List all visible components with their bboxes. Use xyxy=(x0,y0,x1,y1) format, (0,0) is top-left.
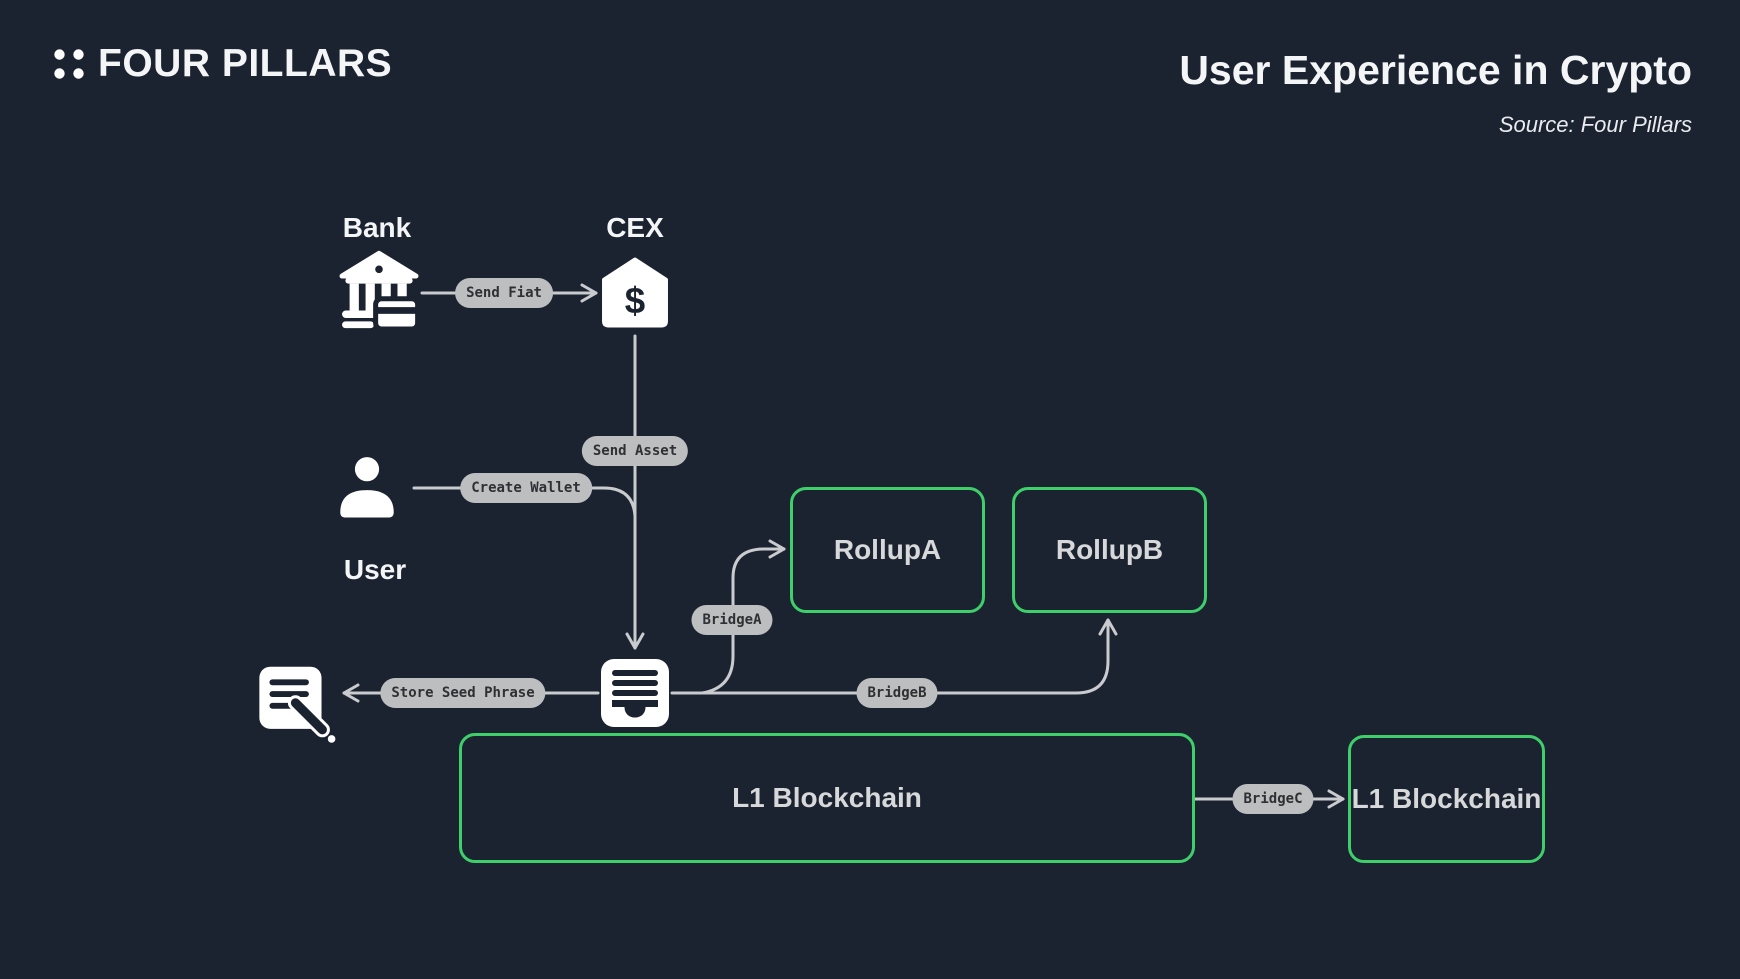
cex-label: CEX xyxy=(606,212,664,243)
four-pillars-logo: FOUR PILLARS xyxy=(54,44,392,83)
wire-bridge-b xyxy=(670,618,1110,695)
rollup-b-label: RollupB xyxy=(1055,534,1164,565)
arrowhead-into-note xyxy=(342,683,360,703)
page-title: User Experience in Crypto xyxy=(1179,47,1692,93)
l1-blockchain-main-label: L1 Blockchain xyxy=(732,782,922,813)
note-pencil-icon xyxy=(259,666,336,743)
user-label: User xyxy=(343,554,407,585)
user-icon xyxy=(340,457,394,518)
l1-blockchain-other-box: L1 Blockchain xyxy=(1348,735,1545,863)
arrowhead-into-cex xyxy=(580,283,598,303)
wire-create-wallet xyxy=(412,486,637,518)
bank-label: Bank xyxy=(342,212,412,243)
edge-store-seed-phrase-pill: Store Seed Phrase xyxy=(380,678,546,708)
source-credit: Source: Four Pillars xyxy=(1498,112,1692,137)
arrowhead-into-rollup-a xyxy=(768,539,786,559)
edge-bridge-a-pill: BridgeA xyxy=(691,605,773,635)
rollup-b-box: RollupB xyxy=(1012,487,1207,613)
edge-bridge-c-pill: BridgeC xyxy=(1232,784,1314,814)
four-dots-logo-icon xyxy=(54,48,84,79)
dollar-symbol: $ xyxy=(625,280,645,321)
arrowhead-into-rollup-b xyxy=(1098,618,1118,636)
cex-house-dollar-icon: $ xyxy=(602,257,668,328)
arrowhead-into-wallet xyxy=(625,632,645,650)
edge-create-wallet-pill: Create Wallet xyxy=(460,473,592,503)
edge-send-fiat-pill: Send Fiat xyxy=(455,278,553,308)
bank-icon xyxy=(339,250,421,332)
l1-blockchain-other-label: L1 Blockchain xyxy=(1351,783,1542,814)
arrowhead-into-l1-other xyxy=(1327,789,1345,809)
logo-text: FOUR PILLARS xyxy=(98,42,393,85)
wire-bridge-a xyxy=(700,547,786,695)
edge-send-asset-pill: Send Asset xyxy=(581,436,689,466)
edge-bridge-b-pill: BridgeB xyxy=(856,678,938,708)
wallet-icon xyxy=(601,659,669,727)
l1-blockchain-main-box: L1 Blockchain xyxy=(459,733,1195,863)
rollup-a-label: RollupA xyxy=(833,534,942,565)
rollup-a-box: RollupA xyxy=(790,487,985,613)
